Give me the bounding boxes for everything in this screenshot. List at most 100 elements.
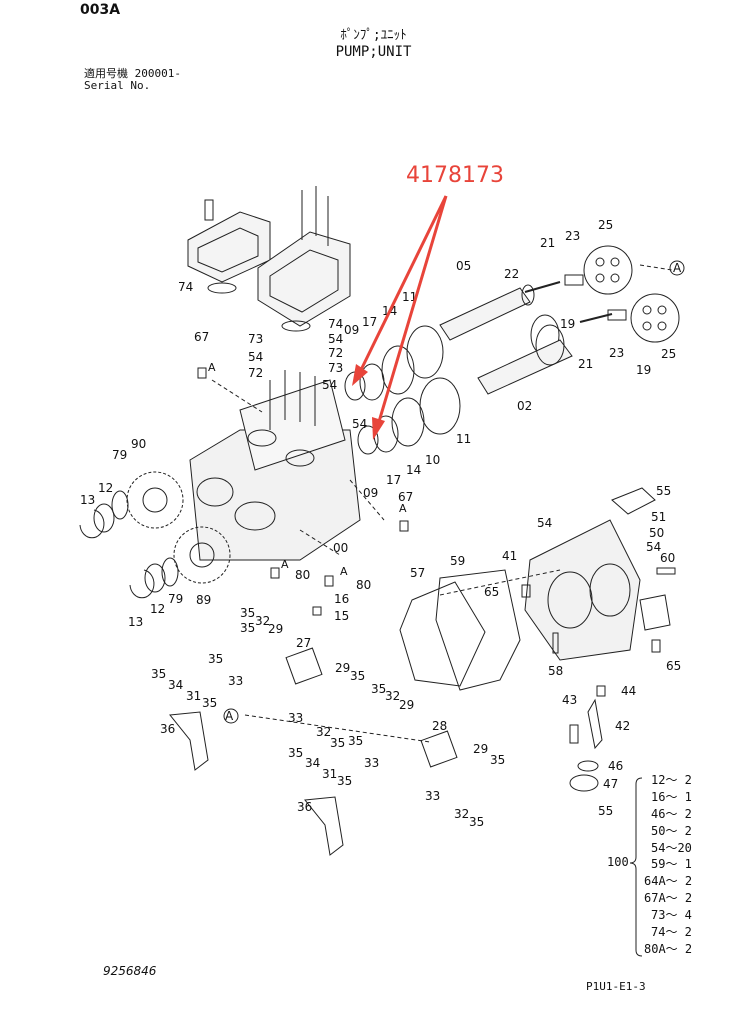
reference-markers — [223, 260, 685, 724]
callout: 32 — [385, 689, 400, 703]
cylinder-block-25-upper — [583, 245, 633, 295]
callout: 72 — [328, 346, 343, 360]
callout: 29 — [335, 661, 350, 675]
callout: 43 — [562, 693, 577, 707]
callout: 35 — [330, 736, 345, 750]
callout: 73 — [328, 361, 343, 375]
callout: 29 — [473, 742, 488, 756]
page-code: 003A — [80, 2, 121, 18]
bom-row: 12～ 2 — [651, 773, 692, 787]
bom-list: 12～ 2 16～ 1 46～ 2 50～ 2 54～20 59～ 1 64A～… — [606, 772, 692, 958]
bom-row: 46～ 2 — [651, 806, 692, 821]
fitting-43 — [569, 724, 579, 744]
callout: 90 — [131, 437, 146, 451]
callout: 28 — [432, 719, 447, 733]
ring-79-lower — [161, 557, 179, 587]
callout: 35 — [288, 746, 303, 760]
callout: 32 — [454, 807, 469, 821]
pump-motor-64 — [639, 594, 671, 631]
cylinder-block-25-lower — [630, 293, 680, 343]
callout: 41 — [502, 549, 517, 563]
block-28 — [420, 730, 458, 768]
reference-marker-labels: A A A A — [208, 361, 407, 578]
callout: 42 — [615, 719, 630, 733]
callout: 19 — [636, 363, 651, 377]
callout: 67 — [398, 490, 413, 504]
callout: 13 — [80, 493, 95, 507]
marker-a: A — [340, 565, 348, 578]
callout: 54 — [248, 350, 263, 364]
callout: 35 — [337, 774, 352, 788]
piston-21-upper — [524, 281, 561, 293]
regulator-right — [257, 186, 351, 332]
pin-58 — [552, 632, 559, 654]
spring-23-lower — [607, 309, 627, 321]
callout: 35 — [202, 696, 217, 710]
callout: 21 — [578, 357, 593, 371]
callout: 12 — [150, 602, 165, 616]
callout: 27 — [296, 636, 311, 650]
callout: 65 — [484, 585, 499, 599]
callout: 54 — [646, 540, 661, 554]
pump-housing — [189, 370, 361, 561]
plug-67-lower — [399, 520, 409, 532]
callout: 72 — [248, 366, 263, 380]
bom-group-label: 100 — [607, 855, 629, 869]
callout: 17 — [362, 315, 377, 329]
callout-labels: 74 74 67 73 54 72 54 72 73 54 09 17 14 1… — [80, 218, 682, 829]
callout: 29 — [399, 698, 414, 712]
callout: 35 — [208, 652, 223, 666]
callout: 11 — [456, 432, 471, 446]
callout: 74 — [178, 280, 193, 294]
callout: 35 — [469, 815, 484, 829]
bom-row: 67A～ 2 — [644, 891, 693, 906]
callout: 44 — [621, 684, 636, 698]
plug-80-left — [270, 567, 280, 579]
callout: 35 — [240, 606, 255, 620]
callout: 31 — [322, 767, 337, 781]
callout: 23 — [565, 229, 580, 243]
callout: 02 — [517, 399, 532, 413]
ring-79-upper — [111, 490, 129, 520]
ring-12-upper — [93, 503, 115, 533]
callout: 59 — [450, 554, 465, 568]
marker-a: A — [281, 558, 289, 571]
callout: 35 — [350, 669, 365, 683]
bom-row: 54～20 — [651, 840, 692, 855]
block-27 — [285, 647, 323, 685]
plug-67-upper — [197, 367, 207, 379]
callout: 51 — [651, 510, 666, 524]
callout: 54 — [537, 516, 552, 530]
callout: 15 — [334, 609, 349, 623]
callout: 33 — [228, 674, 243, 688]
callout: A — [673, 261, 682, 275]
part-number-annotation: 4178173 — [352, 163, 504, 440]
callout: 09 — [363, 486, 378, 500]
callout: 74 — [328, 317, 343, 331]
title-japanese: ﾎﾟﾝﾌﾟ;ﾕﾆｯﾄ — [340, 28, 407, 43]
snap-ring-13-lower — [129, 569, 155, 599]
plug-15 — [312, 606, 322, 616]
callout: 80 — [295, 568, 310, 582]
cover-plate-51 — [611, 487, 656, 515]
bearing-11-lower — [419, 377, 461, 435]
marker-a: A — [399, 502, 407, 515]
callout: 16 — [334, 592, 349, 606]
marker-a: A — [208, 361, 216, 374]
serial-english: Serial No. — [84, 79, 151, 92]
bom-row: 73～ 4 — [651, 908, 692, 923]
callout: 79 — [168, 592, 183, 606]
callout: 54 — [352, 417, 367, 431]
callout: 35 — [151, 667, 166, 681]
fitting-65-right — [651, 639, 661, 653]
callout: 35 — [348, 734, 363, 748]
callout: 67 — [194, 330, 209, 344]
pipe-42 — [587, 698, 603, 750]
callout: 36 — [160, 722, 175, 736]
callout: 34 — [305, 756, 320, 770]
callout: 10 — [425, 453, 440, 467]
spring-23-upper — [564, 274, 584, 286]
gear-case-41 — [524, 519, 641, 661]
dashed-reference-lines — [211, 264, 673, 743]
arrow-lower — [376, 195, 448, 426]
